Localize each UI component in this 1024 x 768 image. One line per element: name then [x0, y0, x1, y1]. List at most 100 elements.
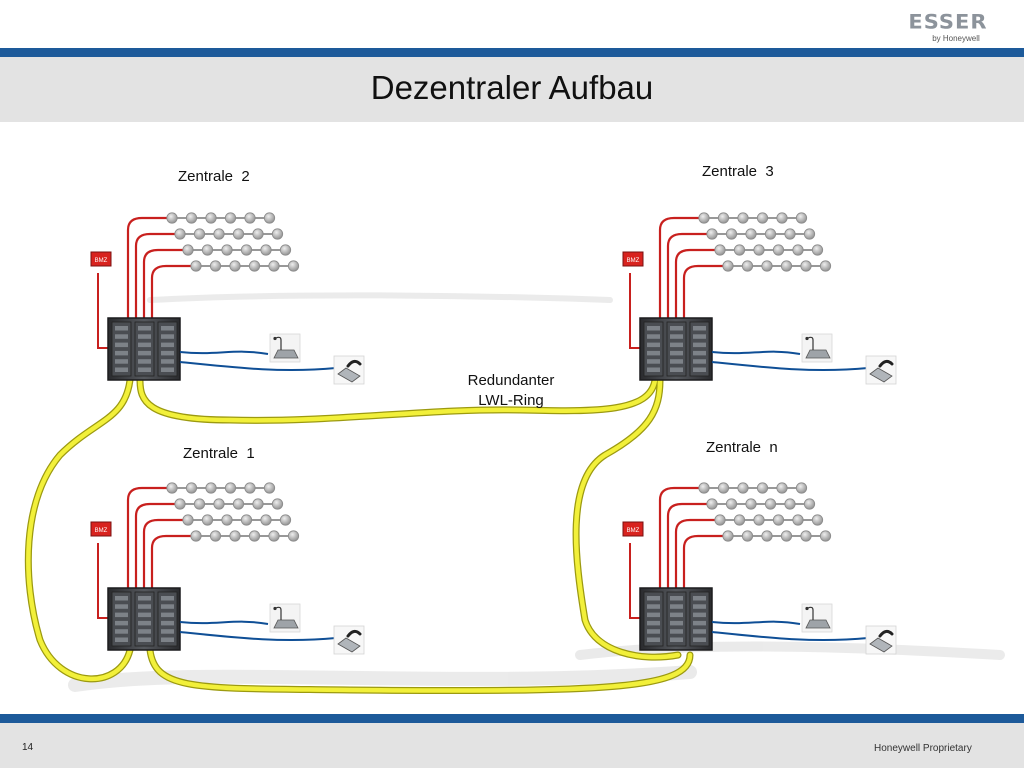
- smoke-detector: [737, 212, 749, 224]
- audio-cable: [179, 361, 337, 372]
- cabinet-slot: [670, 637, 683, 642]
- bmz-cable: [629, 543, 640, 619]
- phone-handset: [346, 359, 362, 368]
- mic-head: [273, 336, 277, 341]
- smoke-detector: [803, 498, 816, 510]
- smoke-detector: [213, 498, 225, 510]
- smoke-detector: [780, 260, 793, 272]
- bmz-label: BMZ: [627, 528, 640, 534]
- cabinet-slot: [138, 612, 151, 618]
- audio-cable: [179, 350, 269, 355]
- smoke-detector: [764, 498, 777, 510]
- bmz-box: [622, 251, 644, 267]
- cabinet-slot: [647, 612, 660, 618]
- cabinet-slot: [693, 367, 706, 372]
- bmz-cable: [97, 543, 108, 619]
- cabinet-slot: [647, 637, 660, 642]
- smoke-detector: [717, 212, 730, 224]
- panel-label-3: Zentrale 3: [702, 163, 774, 180]
- smoke-detector: [819, 530, 832, 542]
- mic-head: [805, 606, 809, 611]
- cabinet-slot: [693, 612, 706, 618]
- smoke-detector: [174, 228, 186, 240]
- mic-neck: [275, 336, 282, 350]
- cabinet-slot: [115, 620, 128, 626]
- smoke-detector: [764, 228, 777, 240]
- smoke-detector: [213, 228, 225, 240]
- telephone: [333, 355, 365, 385]
- smoke-detector: [193, 498, 206, 510]
- smoke-detector: [745, 498, 757, 510]
- cabinet-slot: [138, 629, 151, 634]
- smoke-detector: [714, 514, 726, 526]
- cabinet-slot: [647, 604, 660, 609]
- smoke-detector: [205, 482, 217, 494]
- cabinet-slot: [138, 326, 151, 331]
- smoke-detector: [209, 530, 222, 542]
- microphone-station: [269, 603, 301, 633]
- cabinet-slot: [693, 334, 706, 339]
- smoke-detector: [725, 498, 738, 510]
- bmz-cable: [629, 273, 640, 349]
- smoke-detector: [753, 514, 765, 526]
- audio-cable: [179, 620, 269, 625]
- loop-cable: [666, 232, 708, 318]
- smoke-detector: [722, 260, 734, 272]
- smoke-detector: [698, 482, 710, 494]
- cabinet-slot: [138, 637, 151, 642]
- smoke-detector: [268, 530, 280, 542]
- smoke-detector: [190, 260, 202, 272]
- phone-handset: [878, 629, 894, 638]
- footer-band: [0, 723, 1024, 768]
- smoke-detector: [811, 244, 824, 256]
- cabinet-slot: [647, 334, 660, 339]
- loop-cable: [150, 534, 192, 588]
- cabinet-slot: [670, 334, 683, 339]
- smoke-detector: [260, 514, 272, 526]
- smoke-detector: [745, 228, 757, 240]
- microphone-station: [801, 603, 833, 633]
- smoke-detector: [819, 260, 832, 272]
- smoke-detector: [776, 482, 788, 494]
- smoke-detector: [722, 530, 734, 542]
- smoke-detector: [733, 514, 746, 526]
- phone-handset: [878, 359, 894, 368]
- smoke-detector: [271, 228, 284, 240]
- cabinet-slot: [161, 637, 174, 642]
- smoke-detector: [182, 244, 194, 256]
- smoke-detector: [792, 244, 804, 256]
- smoke-detector: [232, 498, 245, 510]
- smoke-detector: [229, 530, 241, 542]
- smoke-detector: [776, 212, 788, 224]
- loop-cable: [658, 486, 700, 588]
- lwl-ring: [24, 376, 694, 695]
- audio-cable: [711, 350, 801, 355]
- cabinet-slot: [161, 620, 174, 626]
- telephone: [865, 355, 897, 385]
- cabinet-slot: [670, 359, 683, 364]
- smoke-detector: [792, 514, 804, 526]
- cabinet-slot: [693, 604, 706, 609]
- smoke-detector: [240, 514, 253, 526]
- bmz-box: [622, 521, 644, 537]
- panel-group: BMZ: [90, 212, 365, 385]
- smoke-detector: [244, 482, 256, 494]
- smoke-detector: [260, 244, 272, 256]
- smoke-detector: [756, 482, 769, 494]
- cabinet-slot: [670, 620, 683, 626]
- smoke-detector: [714, 244, 726, 256]
- smoke-detector: [185, 482, 198, 494]
- cabinet-slot: [138, 620, 151, 626]
- audio-cable: [711, 620, 801, 625]
- smoke-detector: [193, 228, 206, 240]
- smoke-detector: [761, 530, 773, 542]
- cabinet-slot: [670, 350, 683, 356]
- smoke-detector: [190, 530, 202, 542]
- phone-base: [337, 367, 361, 383]
- smoke-detector: [209, 260, 222, 272]
- cabinet-slot: [115, 350, 128, 356]
- smoke-detector: [761, 260, 773, 272]
- loop-cable: [126, 216, 168, 318]
- loop-cable: [134, 232, 176, 318]
